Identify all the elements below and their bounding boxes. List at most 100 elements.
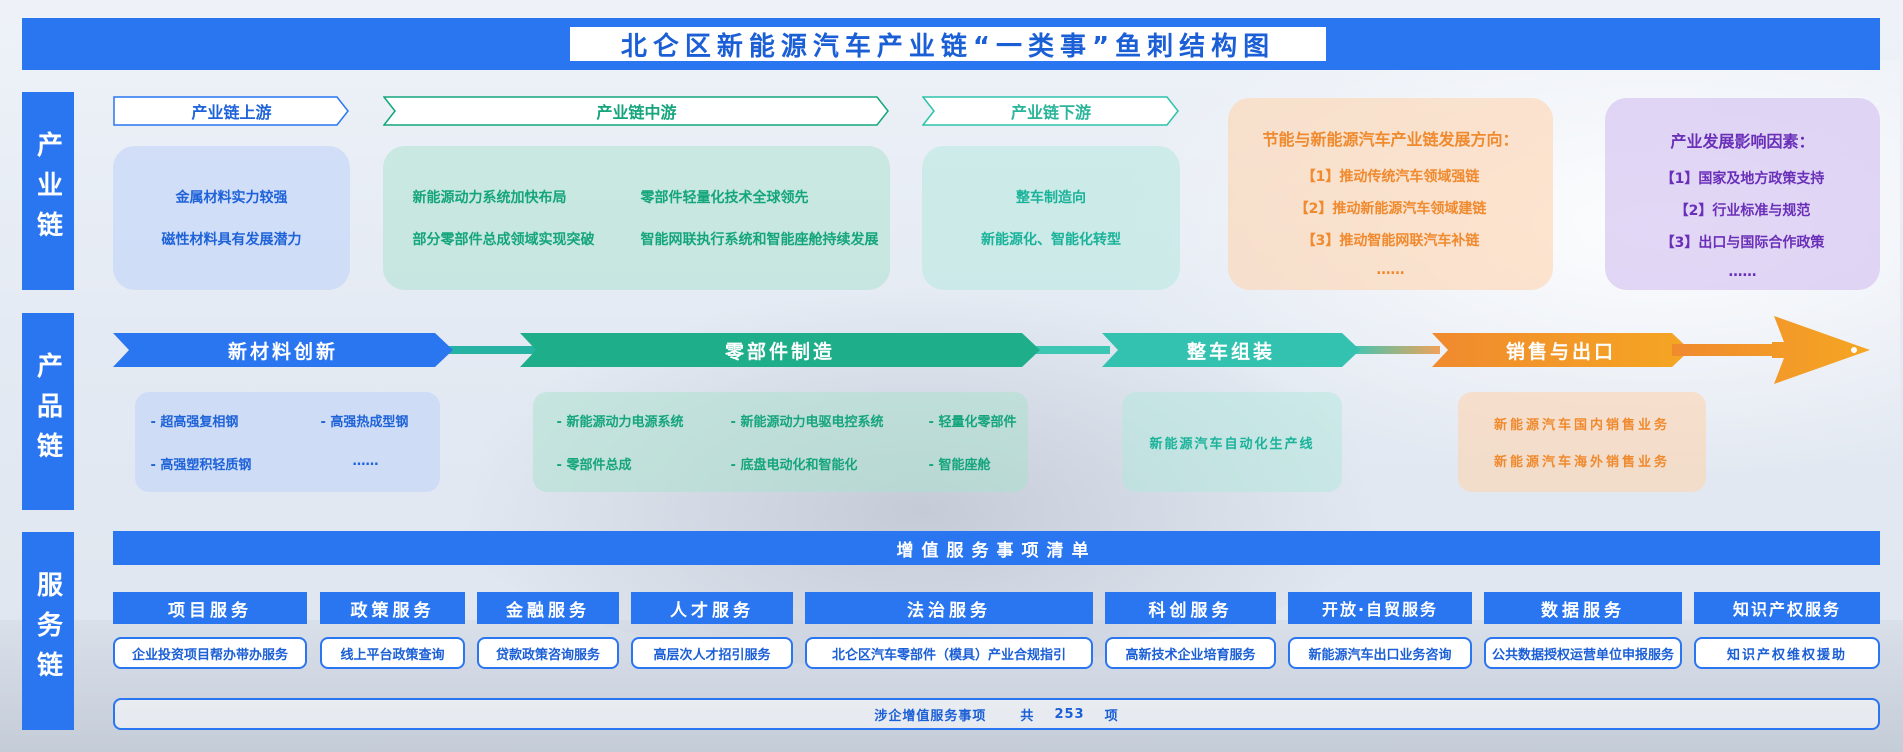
upstream-card: 金属材料实力较强 磁性材料具有发展潜力	[113, 146, 350, 290]
direction-item: 【3】推动智能网联汽车补链	[1301, 233, 1480, 249]
parts-card: - 新能源动力电源系统 - 零部件总成 - 新能源动力电驱电控系统 - 底盘电动…	[533, 392, 1028, 492]
side-label-product-text: 产品链	[32, 351, 63, 472]
materials-item: ……	[352, 454, 379, 469]
stage-upstream-label: 产业链上游	[191, 103, 272, 122]
midstream-item: 新能源动力系统加快布局	[412, 190, 567, 206]
service-category-policy[interactable]: 政策服务	[320, 592, 465, 624]
parts-item: - 底盘电动化和智能化	[730, 458, 858, 473]
upstream-item: 磁性材料具有发展潜力	[161, 232, 302, 248]
service-item-innovation[interactable]: 高新技术企业培育服务	[1105, 637, 1276, 669]
service-item-data[interactable]: 公共数据授权运营单位申报服务	[1484, 637, 1682, 669]
materials-item: - 高强塑积轻质钢	[150, 458, 252, 473]
factors-item: 【3】出口与国际合作政策	[1660, 235, 1825, 251]
product-arrow-parts-label: 零部件制造	[724, 340, 835, 363]
product-arrow-parts-shape	[520, 333, 1040, 367]
service-total-mid: 共	[1020, 708, 1035, 724]
product-arrow-assembly: 整车组装	[1102, 333, 1360, 367]
service-category-ip[interactable]: 知识产权服务	[1694, 592, 1880, 624]
service-item-law[interactable]: 北仑区汽车零部件（模具）产业合规指引	[805, 637, 1093, 669]
service-item-policy[interactable]: 线上平台政策查询	[320, 637, 465, 669]
title-box: 北仑区新能源汽车产业链“一类事”鱼刺结构图	[568, 25, 1328, 63]
direction-title: 节能与新能源汽车产业链发展方向：	[1262, 130, 1519, 149]
product-arrow-sales: 销售与出口	[1432, 316, 1872, 384]
materials-card: - 超高强复相钢 - 高强热成型钢 - 高强塑积轻质钢 ……	[135, 392, 440, 492]
stage-downstream: 产业链下游	[922, 96, 1180, 126]
service-item-finance[interactable]: 贷款政策咨询服务	[477, 637, 619, 669]
product-arrow-sales-label: 销售与出口	[1505, 340, 1616, 363]
connector-bar	[1030, 346, 1110, 354]
service-total-suffix: 项	[1104, 708, 1119, 724]
midstream-item: 部分零部件总成领域实现突破	[412, 232, 595, 248]
materials-item: - 高强热成型钢	[320, 415, 409, 430]
direction-card: 节能与新能源汽车产业链发展方向： 【1】推动传统汽车领域强链 【2】推动新能源汽…	[1228, 98, 1553, 290]
stage-midstream-shape	[383, 96, 889, 126]
service-list-header: 增值服务事项清单	[113, 531, 1880, 565]
materials-item: - 超高强复相钢	[150, 415, 239, 430]
parts-col-2: - 新能源动力电驱电控系统 - 底盘电动化和智能化	[731, 411, 929, 473]
service-category-data[interactable]: 数据服务	[1484, 592, 1682, 624]
direction-item: 【2】推动新能源汽车领域建链	[1294, 201, 1487, 217]
parts-col-1: - 新能源动力电源系统 - 零部件总成	[557, 411, 731, 473]
parts-item: - 零部件总成	[556, 458, 632, 473]
page-title: 北仑区新能源汽车产业链“一类事”鱼刺结构图	[620, 31, 1276, 62]
stage-downstream-label: 产业链下游	[1010, 103, 1091, 122]
service-total-prefix: 涉企增值服务事项	[874, 708, 987, 724]
service-category-project[interactable]: 项目服务	[113, 592, 307, 624]
product-arrow-assembly-label: 整车组装	[1186, 340, 1275, 363]
stage-midstream: 产业链中游	[383, 96, 890, 126]
service-total-count: 253	[1054, 706, 1085, 722]
service-total-bar: 涉企增值服务事项 共 253 项	[113, 698, 1880, 730]
product-arrow-sales-shape	[1432, 316, 1870, 384]
service-item-ip[interactable]: 知识产权维权援助	[1694, 637, 1880, 669]
upstream-item: 金属材料实力较强	[175, 190, 288, 206]
service-category-talent[interactable]: 人才服务	[631, 592, 793, 624]
direction-item: ……	[1376, 262, 1405, 278]
product-arrow-assembly-shape	[1102, 333, 1360, 367]
service-category-law[interactable]: 法治服务	[805, 592, 1093, 624]
midstream-col-left: 新能源动力系统加快布局 部分零部件总成领域实现突破	[413, 187, 641, 249]
side-label-industry: 产业链	[22, 92, 74, 290]
side-label-service: 服务链	[22, 532, 74, 730]
midstream-card: 新能源动力系统加快布局 部分零部件总成领域实现突破 零部件轻量化技术全球领先 智…	[383, 146, 890, 290]
downstream-item: 整车制造向	[1016, 190, 1086, 206]
service-item-open[interactable]: 新能源汽车出口业务咨询	[1288, 637, 1472, 669]
product-arrow-materials-label: 新材料创新	[227, 340, 338, 363]
assembly-card: 新能源汽车自动化生产线	[1122, 392, 1342, 492]
sales-card: 新能源汽车国内销售业务 新能源汽车海外销售业务	[1458, 392, 1706, 492]
side-label-industry-text: 产业链	[32, 131, 63, 251]
service-category-open[interactable]: 开放·自贸服务	[1288, 592, 1472, 624]
product-arrow-parts: 零部件制造	[520, 333, 1040, 367]
service-item-project[interactable]: 企业投资项目帮办带办服务	[113, 637, 307, 669]
factors-item: 【2】行业标准与规范	[1674, 203, 1811, 219]
side-label-product: 产品链	[22, 313, 74, 510]
parts-item: - 新能源动力电驱电控系统	[730, 415, 884, 430]
parts-col-3: - 轻量化零部件 - 智能座舱	[929, 411, 1017, 473]
connector-bar	[440, 346, 540, 354]
downstream-item: 新能源化、智能化转型	[981, 232, 1121, 248]
parts-item: - 智能座舱	[928, 458, 991, 473]
downstream-card: 整车制造向 新能源化、智能化转型	[922, 146, 1180, 290]
stage-midstream-label: 产业链中游	[596, 103, 677, 122]
stage-downstream-shape	[922, 96, 1179, 126]
stage-upstream-shape	[113, 96, 349, 126]
stage-upstream: 产业链上游	[113, 96, 350, 126]
factors-item: 【1】国家及地方政策支持	[1660, 171, 1825, 187]
connector-bar	[1350, 346, 1440, 354]
service-category-innovation[interactable]: 科创服务	[1105, 592, 1276, 624]
side-label-service-text: 服务链	[32, 571, 63, 691]
midstream-col-right: 零部件轻量化技术全球领先 智能网联执行系统和智能座舱持续发展	[641, 187, 879, 249]
product-arrow-materials-shape	[113, 333, 453, 367]
factors-title: 产业发展影响因素：	[1670, 132, 1815, 151]
service-item-talent[interactable]: 高层次人才招引服务	[631, 637, 793, 669]
factors-card: 产业发展影响因素： 【1】国家及地方政策支持 【2】行业标准与规范 【3】出口与…	[1605, 98, 1880, 290]
product-arrow-materials: 新材料创新	[113, 333, 453, 367]
assembly-item: 新能源汽车自动化生产线	[1149, 436, 1315, 452]
parts-item: - 轻量化零部件	[928, 415, 1017, 430]
service-category-finance[interactable]: 金融服务	[477, 592, 619, 624]
direction-item: 【1】推动传统汽车领域强链	[1301, 169, 1480, 185]
factors-item: ……	[1728, 264, 1757, 280]
sales-item: 新能源汽车海外销售业务	[1493, 455, 1670, 470]
sales-item: 新能源汽车国内销售业务	[1493, 418, 1670, 433]
midstream-item: 零部件轻量化技术全球领先	[640, 190, 809, 206]
parts-item: - 新能源动力电源系统	[556, 415, 684, 430]
